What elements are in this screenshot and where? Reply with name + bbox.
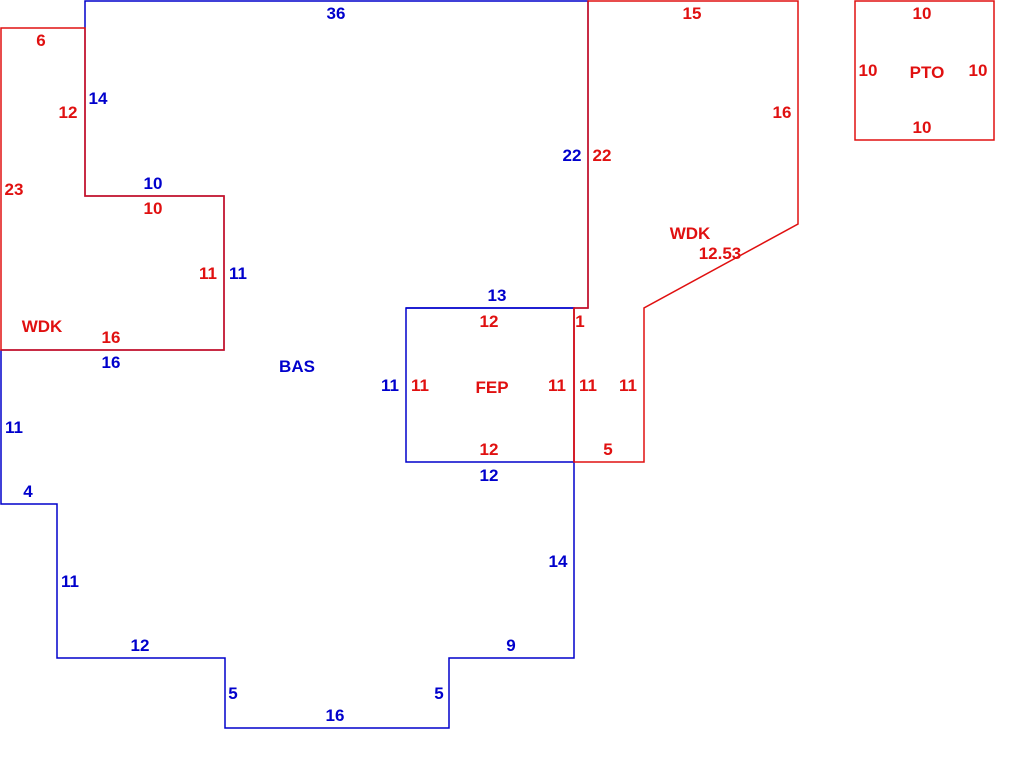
bas-dim-label: 36 [327, 4, 346, 23]
pto-dim-label: 10 [913, 118, 932, 137]
wdk-right-dim-label: 15 [683, 4, 702, 23]
wdk-left-dim-label: 16 [102, 328, 121, 347]
wdk-right-dim-label: 22 [593, 146, 612, 165]
wdk-right-dim-label: 1 [575, 312, 584, 331]
bas-dim-label: 12 [131, 636, 150, 655]
pto-area-label: PTO [910, 63, 945, 82]
bas-dim-label: 4 [23, 482, 33, 501]
pto-dim-label: 10 [859, 61, 878, 80]
bas-dim-label: 9 [506, 636, 515, 655]
wdk-left-dim-label: 6 [36, 31, 45, 50]
fep-dim-label: 12 [480, 312, 499, 331]
wdk-right-outline [573, 0, 799, 463]
wdk-left-dim-label: 11 [199, 264, 217, 283]
wdk-left-area-label: WDK [22, 317, 63, 336]
bas-dim-label: 16 [326, 706, 345, 725]
wdk-left-outline [0, 27, 225, 351]
bas-dim-label: 5 [434, 684, 443, 703]
fep-dim-label: 12 [480, 440, 499, 459]
wdk-right-dim-label: 5 [603, 440, 612, 459]
bas-dim-label: 16 [102, 353, 121, 372]
bas-dim-label: 14 [549, 552, 568, 571]
bas-dim-label: 5 [228, 684, 237, 703]
fep-dim-label: 11 [411, 376, 429, 395]
pto-outline [854, 0, 995, 141]
fep-dim-label: 11 [548, 376, 566, 395]
bas-dim-label: 14 [89, 89, 108, 108]
bas-dim-label: 11 [381, 376, 399, 395]
pto-dim-label: 10 [913, 4, 932, 23]
bas-dim-label: 11 [61, 572, 79, 591]
wdk-left-dim-label: 10 [144, 199, 163, 218]
bas-dim-label: 11 [5, 418, 23, 437]
wdk-right-dim-label: 11 [619, 376, 637, 395]
bas-dim-label: 13 [488, 286, 507, 305]
wdk-right-area-label: WDK [670, 224, 711, 243]
bas-area-label: BAS [279, 357, 315, 376]
bas-dim-label: 11 [229, 264, 247, 283]
bas-dim-label: 12 [480, 466, 499, 485]
wdk-left-dim-label: 12 [59, 103, 78, 122]
bas-dim-label: 10 [144, 174, 163, 193]
wdk-right-dim-label: 16 [773, 103, 792, 122]
fep-area-label: FEP [475, 378, 508, 397]
bas-dim-label: 22 [563, 146, 582, 165]
wdk-right-dim-label: 12.53 [699, 244, 742, 263]
pto-dim-label: 10 [969, 61, 988, 80]
fep-wdk-shared-dim-label: 11 [579, 376, 597, 395]
wdk-left-dim-label: 23 [5, 180, 24, 199]
